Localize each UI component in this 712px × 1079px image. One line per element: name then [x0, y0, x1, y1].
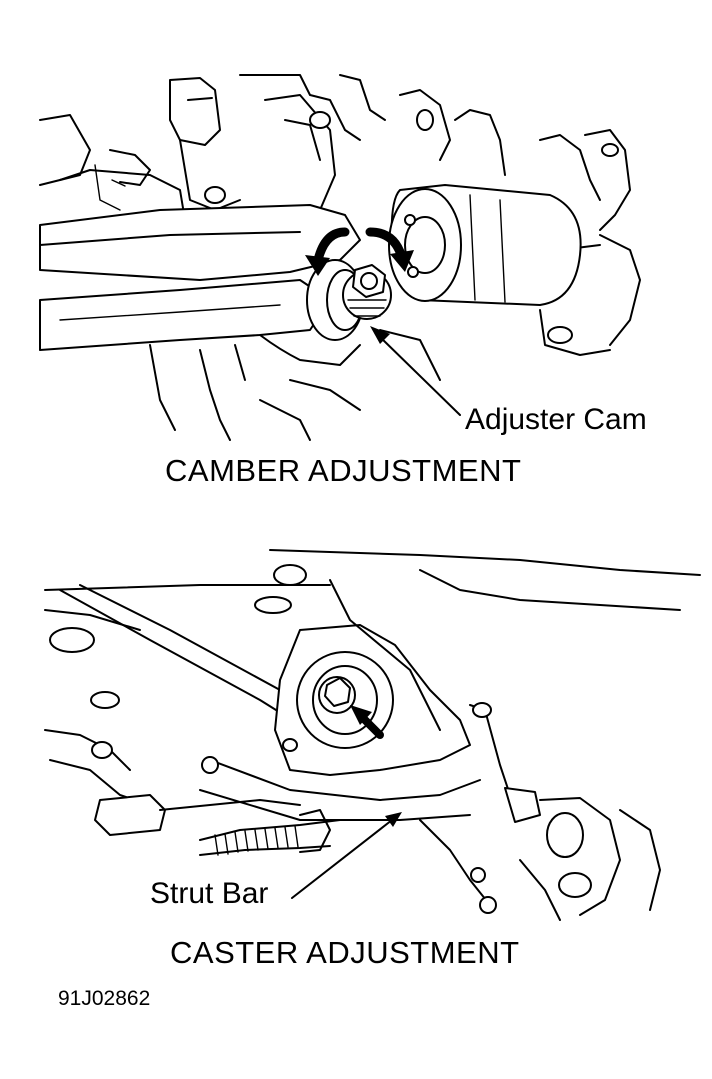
caster-illustration	[0, 530, 712, 950]
caster-caption: CASTER ADJUSTMENT	[170, 935, 520, 970]
adjuster-cam-callout: Adjuster Cam	[465, 403, 647, 436]
figure-id: 91J02862	[58, 987, 151, 1010]
strut-bar-callout: Strut Bar	[150, 877, 269, 910]
camber-caption: CAMBER ADJUSTMENT	[165, 453, 522, 488]
camber-illustration	[0, 0, 712, 500]
camber-drawing	[39, 74, 641, 441]
caster-drawing	[44, 549, 701, 921]
